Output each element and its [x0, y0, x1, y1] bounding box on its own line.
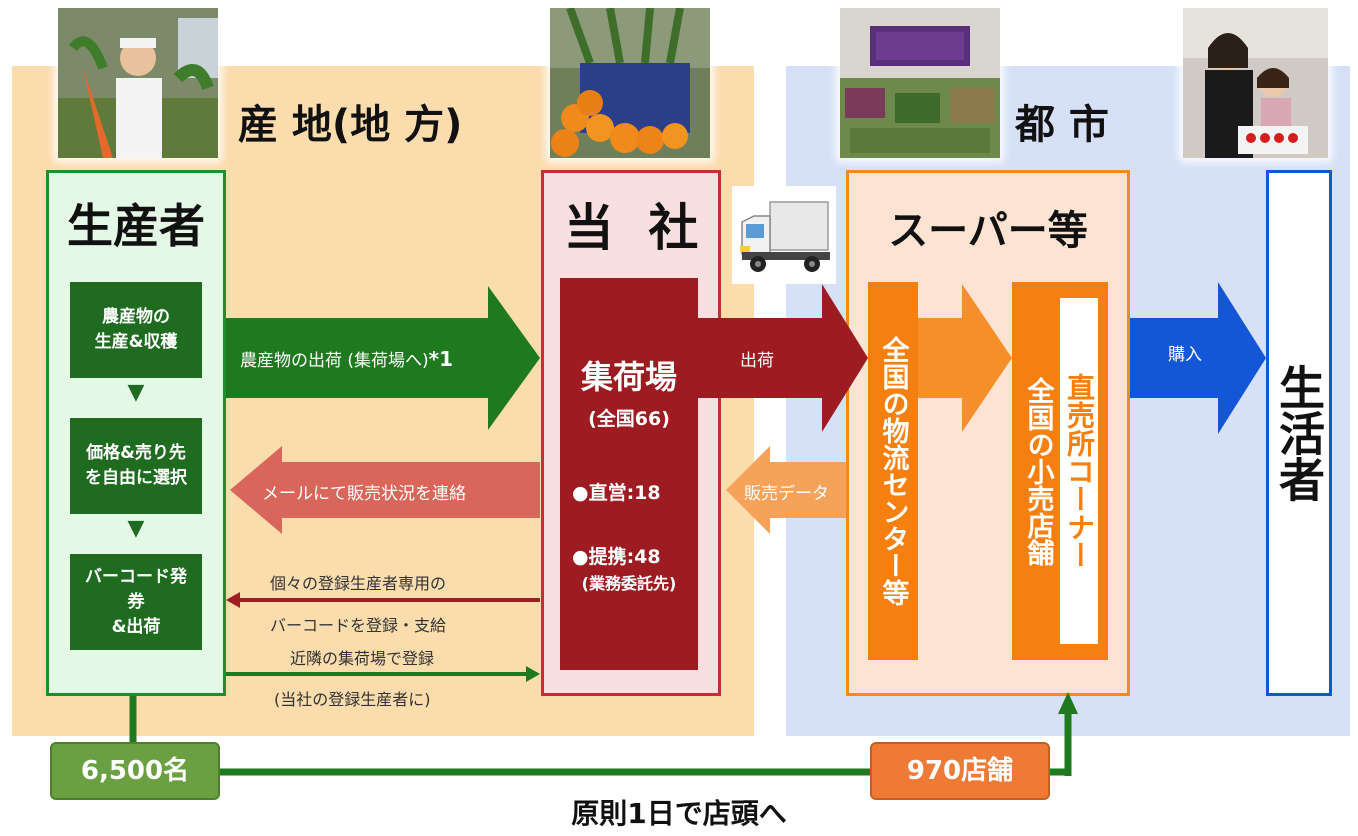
store-count-badge: 970店舗: [870, 742, 1050, 800]
sales-data-arrow: [726, 446, 846, 534]
logistics-center-box: 全国の物流センター等: [868, 282, 918, 660]
purchase-label: 購入: [1168, 345, 1202, 365]
store-photo: [840, 8, 1000, 158]
farmer-photo: [58, 8, 218, 158]
barcode-note-line2: バーコードを登録・支給: [270, 616, 447, 635]
ship-to-hub-arrow: [226, 286, 540, 430]
truck-icon: [732, 186, 836, 284]
register-note-line2: (当社の登録生産者に): [274, 690, 431, 709]
barcode-note-line1: 個々の登録生産者専用の: [270, 574, 447, 593]
hub-partner-note: (業務委託先): [581, 574, 677, 593]
consumer-box: [1266, 170, 1332, 696]
direct-sales-corner-box: 直売所コーナー: [1060, 298, 1098, 644]
hub-title: 集荷場: [580, 358, 677, 396]
producer-title: 生産者: [67, 199, 205, 253]
producer-step-harvest: 農産物の 生産&収穫: [70, 282, 202, 378]
consumer-title: 生活者: [1272, 364, 1326, 502]
hub-direct-count: ●直営:18: [572, 482, 661, 504]
delivery-arrow: [918, 284, 1012, 432]
producer-step-choose: 価格&売り先 を自由に選択: [70, 418, 202, 514]
retail-store-label: 全国の小売店舗: [1022, 376, 1054, 566]
mail-report-arrow: [230, 446, 540, 534]
register-arrowhead: [526, 666, 540, 682]
barcode-arrowhead: [226, 592, 240, 608]
producer-count-badge: 6,500名: [50, 742, 220, 800]
mail-report-label: メールにて販売状況を連絡: [262, 484, 466, 504]
rural-region-label: 産 地(地 方): [238, 102, 463, 148]
sales-data-label: 販売データ: [744, 484, 829, 504]
urban-region-label: 都 市: [1015, 102, 1109, 148]
producer-step-barcode: バーコード発 券 &出荷: [70, 554, 202, 650]
step-down-arrow-icon: ▼: [127, 516, 145, 541]
consumer-photo: [1183, 8, 1328, 158]
collection-hub-box: [560, 278, 698, 670]
ship-label: 出荷: [740, 351, 774, 371]
company-title: 当 社: [563, 199, 699, 257]
register-note-line1: 近隣の集荷場で登録: [290, 649, 435, 668]
step-down-arrow-icon: ▼: [127, 380, 145, 405]
oranges-photo: [550, 8, 710, 158]
purchase-arrow: [1130, 282, 1266, 434]
ship-arrow: [698, 284, 868, 432]
bottom-arrowhead: [1058, 692, 1078, 714]
one-day-caption: 原則1日で店頭へ: [571, 797, 787, 830]
ship-to-hub-label: 農産物の出荷 (集荷場へ)*1: [240, 347, 454, 371]
hub-partner-count: ●提携:48: [572, 546, 661, 568]
hub-total: (全国66): [588, 408, 670, 430]
supermarket-title: スーパー等: [888, 208, 1088, 254]
